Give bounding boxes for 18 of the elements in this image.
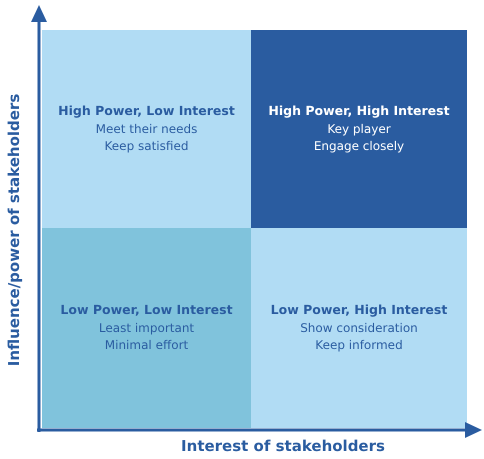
quadrant-heading: High Power, High Interest: [268, 103, 450, 118]
quadrant-heading: High Power, Low Interest: [58, 103, 235, 118]
quadrant-text: Keep informed: [315, 337, 403, 354]
quadrant-box: [251, 228, 467, 428]
y-axis-label: Influence/power of stakeholders: [5, 94, 23, 366]
quadrant-text: Meet their needs: [96, 121, 198, 138]
quadrant-box: [42, 30, 251, 228]
quadrant-text: Keep satisfied: [104, 138, 188, 155]
quadrant-heading: Low Power, High Interest: [270, 302, 448, 317]
x-axis-label: Interest of stakeholders: [181, 437, 385, 455]
quadrant-heading: Low Power, Low Interest: [60, 302, 233, 317]
quadrant-box: [251, 30, 467, 228]
quadrant-text: Show consideration: [300, 320, 418, 337]
quadrant-text: Minimal effort: [104, 337, 188, 354]
quadrant-text: Least important: [98, 320, 194, 337]
quadrant-text: Key player: [327, 121, 391, 138]
quadrant-box: [42, 228, 251, 428]
quadrant-text: Engage closely: [314, 138, 404, 155]
